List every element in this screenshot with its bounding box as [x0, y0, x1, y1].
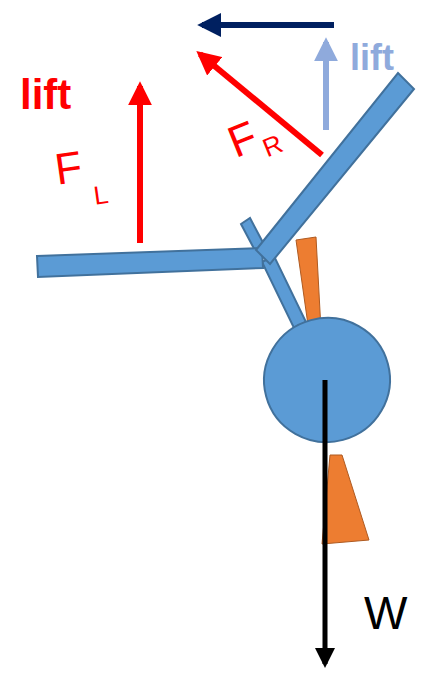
force-subscript: R [259, 130, 286, 161]
force-subscript: L [92, 181, 110, 209]
orange-blade [322, 455, 369, 544]
right-wing [256, 73, 414, 264]
weight-arrow [323, 380, 328, 664]
weight-label: W [364, 590, 407, 636]
stem [262, 256, 306, 328]
lift-arrow [137, 86, 143, 243]
horizontal-component-arrow [202, 22, 334, 28]
lift-label: lift [20, 74, 71, 116]
force-symbol: F [222, 114, 263, 165]
left-wing [37, 248, 263, 277]
lift-label: lift [350, 40, 394, 76]
lift-component-arrow [323, 42, 329, 130]
force-symbol: F [52, 144, 85, 191]
